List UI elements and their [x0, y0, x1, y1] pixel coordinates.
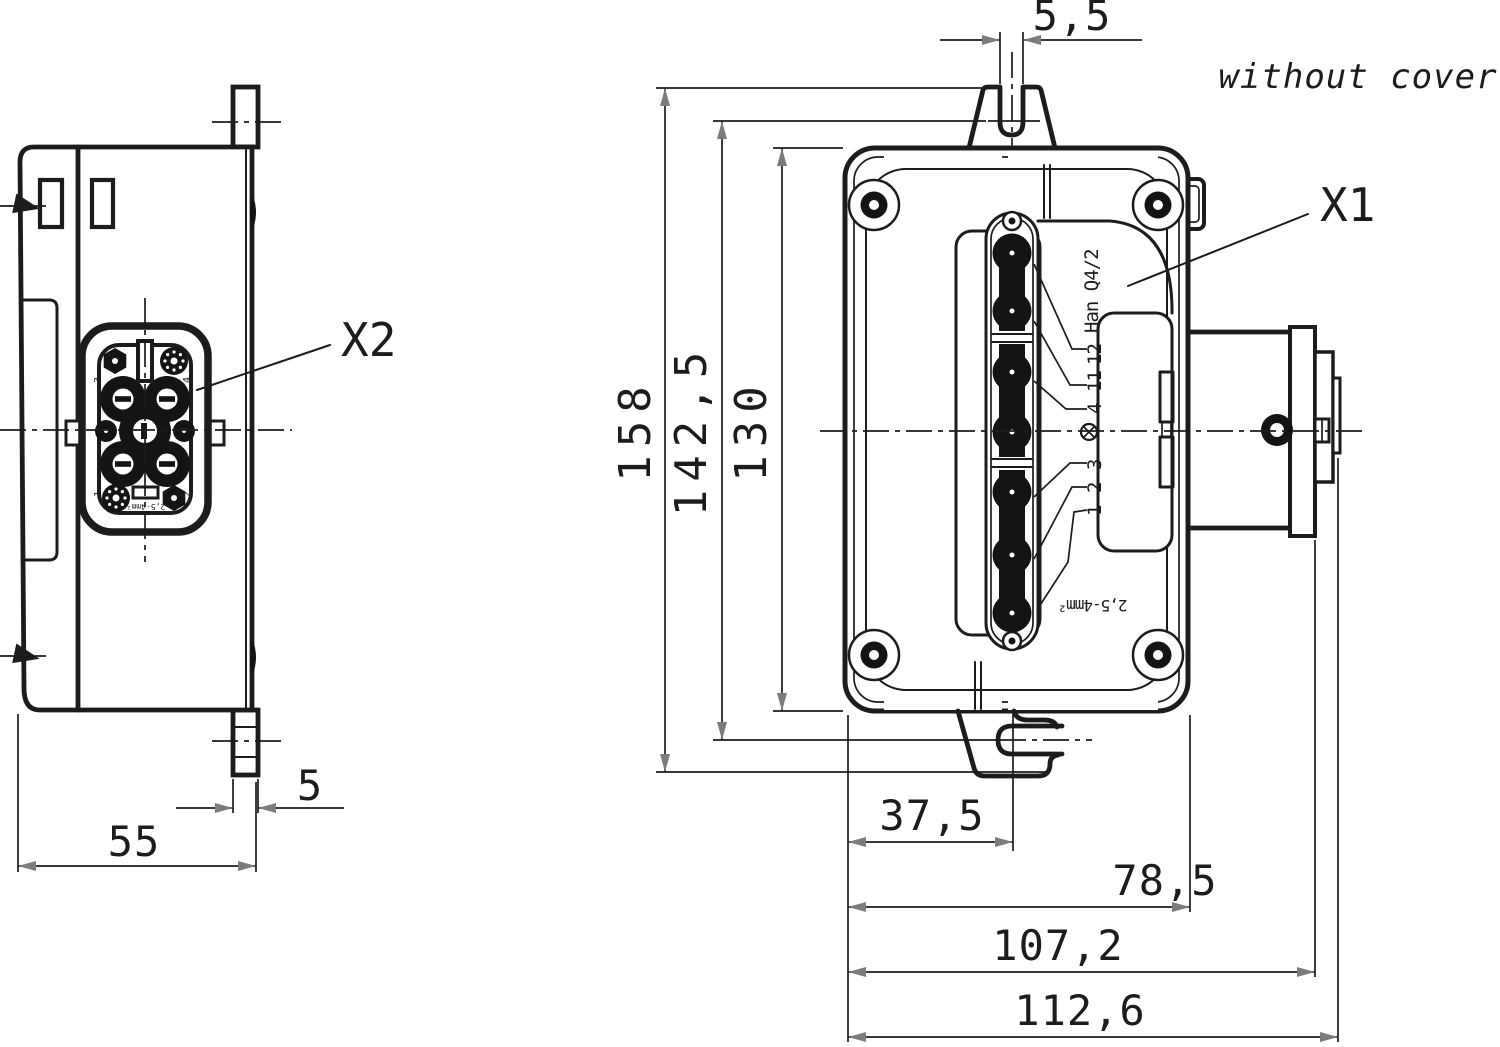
dim-text-housing-height: 130	[726, 378, 777, 481]
connector-step-2	[1331, 376, 1342, 455]
side-view: 3 4 1 2 2,5-4mm² 5 55	[0, 84, 396, 872]
x2-center-contact	[119, 405, 171, 457]
dim-text-side-width: 55	[108, 817, 161, 866]
dim-housing-width: 78,5	[848, 856, 1217, 912]
connector-type-marking: Han Q4/2	[1081, 249, 1103, 333]
dim-side-width: 55	[17, 714, 257, 872]
panel-lower	[1096, 311, 1174, 553]
panel-upper-contour	[1036, 219, 1174, 315]
x2-knurl-top	[160, 347, 188, 375]
x2-leader-line	[196, 344, 331, 391]
front-top-tab	[966, 84, 1058, 151]
gasket-mark-bottom	[250, 641, 256, 674]
dim-text-overall-depth: 112,6	[1014, 986, 1145, 1035]
connector-step-1	[1313, 350, 1335, 484]
terminal-leaders	[1033, 263, 1088, 611]
x2-pin-number: 2	[182, 491, 193, 497]
dim-mounting-spacing: 142,5	[666, 120, 996, 741]
x2-pin-number: 4	[182, 377, 193, 383]
front-view: Han Q4/2 12 11 4 3 2 1 2,5-4mm²	[610, 0, 1497, 1042]
terminal-number: 3	[1084, 459, 1106, 470]
dim-text-depth-to-flange: 107,2	[992, 921, 1123, 970]
side-vent-slot-1	[37, 177, 65, 230]
section-arrow-bottom	[0, 643, 46, 664]
x2-face-marking: 2,5-4mm²	[127, 502, 166, 511]
x2-pin-number: 1	[93, 491, 104, 497]
label-x1: X1	[1320, 178, 1375, 232]
side-top-tab	[230, 84, 261, 150]
dim-text-slot-center-offset: 37,5	[879, 791, 984, 840]
dim-depth-to-flange: 107,2	[848, 921, 1315, 977]
dim-slot-width: 5,5	[940, 0, 1142, 84]
dim-text-housing-width: 78,5	[1112, 856, 1217, 905]
side-vent-slot-2	[89, 177, 116, 230]
x2-connector-face: 3 4 1 2 2,5-4mm²	[64, 298, 226, 562]
dim-slot-center-offset: 37,5	[848, 791, 1013, 847]
cover-screw	[1079, 422, 1099, 442]
side-bottom-foot	[230, 707, 261, 778]
corner-screw-bosses	[847, 178, 1185, 682]
dim-text-overall-height: 158	[610, 378, 661, 481]
dim-text-foot-width: 5	[297, 761, 323, 810]
x1-leader-line	[1127, 213, 1309, 287]
dim-overall-depth: 112,6	[848, 986, 1338, 1042]
dim-overall-height: 158	[610, 87, 1048, 773]
dim-housing-height: 130	[726, 147, 843, 712]
terminal-block: Han Q4/2 12 11 4 3 2 1 2,5-4mm²	[954, 164, 1128, 710]
dim-text-slot-width: 5,5	[1033, 0, 1112, 40]
terminal-number: 11	[1084, 371, 1106, 392]
wire-range-marking: 2,5-4mm²	[1058, 596, 1127, 615]
terminal-number: 12	[1084, 344, 1106, 365]
x2-pin-number: 3	[93, 377, 104, 383]
section-arrow-top	[0, 193, 46, 214]
dim-text-mounting-spacing: 142,5	[666, 344, 717, 516]
terminal-number: 1	[1084, 505, 1106, 516]
gasket-mark-top	[250, 196, 256, 229]
label-x2: X2	[341, 313, 396, 367]
terminal-number: 2	[1084, 483, 1106, 493]
note-without-cover: without cover	[1218, 57, 1497, 97]
front-bottom-foot	[955, 708, 1092, 779]
dim-foot-width: 5	[176, 761, 344, 813]
terminal-number: 4	[1084, 403, 1106, 414]
terminals	[992, 233, 1032, 633]
x2-knurl-bottom	[102, 484, 130, 512]
